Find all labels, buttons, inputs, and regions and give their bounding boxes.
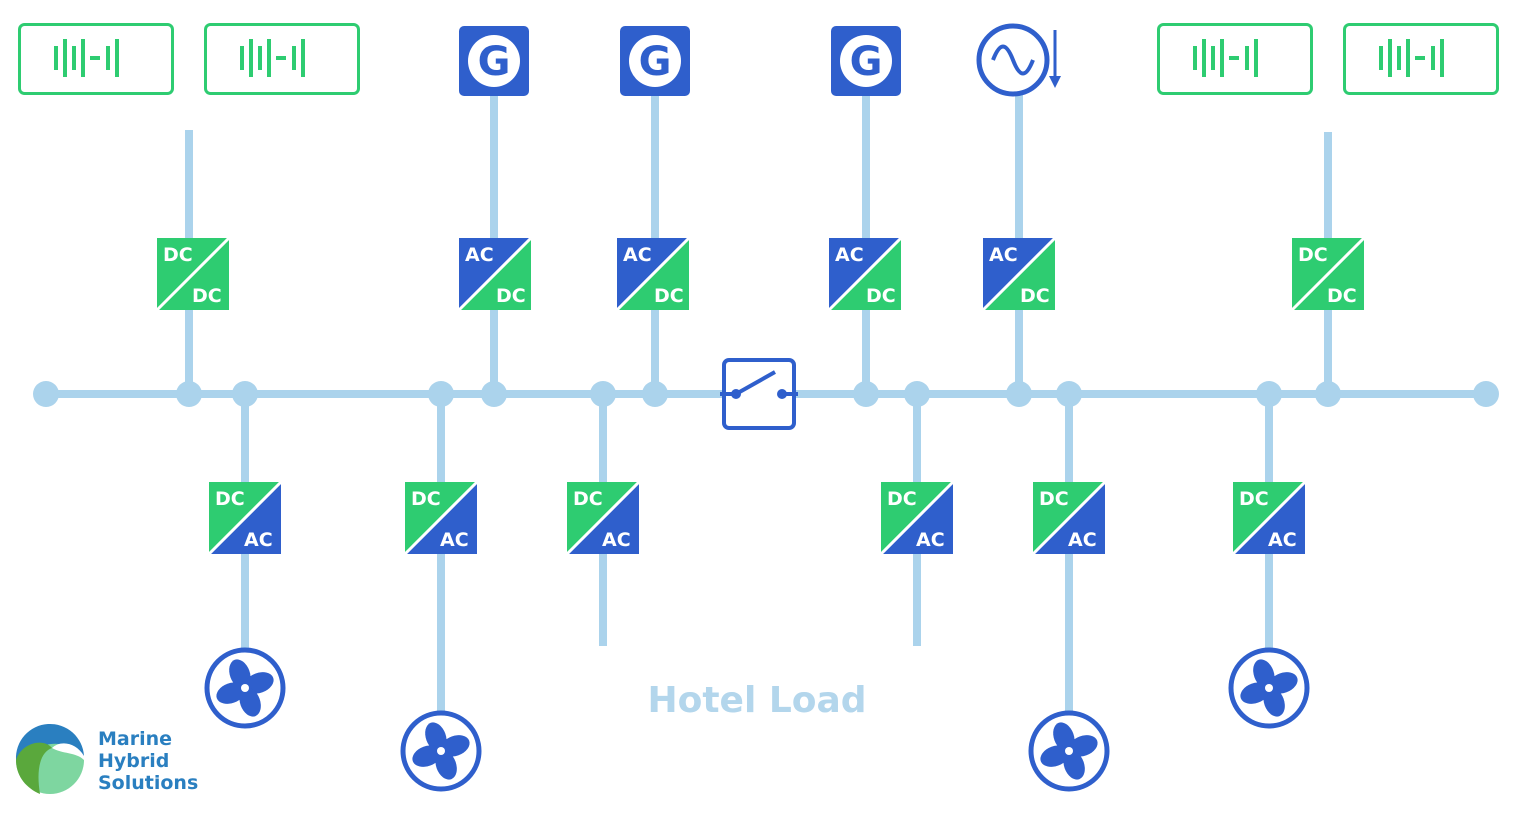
bus-node xyxy=(33,381,59,407)
bus-node xyxy=(481,381,507,407)
bus-node xyxy=(1473,381,1499,407)
bus-node xyxy=(232,381,258,407)
converter-3: AC DC xyxy=(615,236,691,312)
bus-node xyxy=(904,381,930,407)
converter-4: AC DC xyxy=(827,236,903,312)
converter-bottom-label: DC xyxy=(1020,285,1050,307)
thruster-3-propeller-icon xyxy=(1031,713,1107,789)
converter-11: DC AC xyxy=(1031,480,1107,556)
logo-mark-icon xyxy=(15,723,84,794)
converter-bottom-label: AC xyxy=(916,529,945,551)
battery-4 xyxy=(1343,23,1499,95)
converter-top-label: DC xyxy=(1239,488,1269,510)
bus-node xyxy=(1006,381,1032,407)
converter-5: AC DC xyxy=(981,236,1057,312)
converter-8: DC AC xyxy=(403,480,479,556)
converter-bottom-label: AC xyxy=(1268,529,1297,551)
thruster-1-propeller-icon xyxy=(207,650,283,726)
arrow-head xyxy=(1049,76,1061,88)
generator-1: G xyxy=(459,26,529,96)
thruster-4-propeller-icon xyxy=(1231,650,1307,726)
bus-node xyxy=(1256,381,1282,407)
battery-2 xyxy=(204,23,360,95)
hotel-load-label: Hotel Load xyxy=(647,680,866,721)
bus-nodes xyxy=(33,381,1499,407)
sine-wave xyxy=(991,44,1035,76)
switch-blade xyxy=(735,370,776,396)
converter-top-label: AC xyxy=(989,244,1018,266)
converter-top-label: DC xyxy=(887,488,917,510)
bus-node xyxy=(1315,381,1341,407)
thruster-2-propeller-icon xyxy=(403,713,479,789)
switch-contact xyxy=(777,389,787,399)
converter-top-label: DC xyxy=(411,488,441,510)
bus-tie-switch xyxy=(720,358,798,430)
converter-top-label: AC xyxy=(835,244,864,266)
logo-line-2: Hybrid xyxy=(98,750,169,772)
converter-top-label: DC xyxy=(573,488,603,510)
bus-node xyxy=(590,381,616,407)
converter-bottom-label: AC xyxy=(244,529,273,551)
converter-top-label: AC xyxy=(465,244,494,266)
converter-7: DC AC xyxy=(207,480,283,556)
shore-power xyxy=(976,23,1061,97)
converter-top-label: DC xyxy=(215,488,245,510)
converter-top-label: AC xyxy=(623,244,652,266)
converter-top-label: DC xyxy=(163,244,193,266)
battery-3 xyxy=(1157,23,1313,95)
generator-2: G xyxy=(620,26,690,96)
converter-top-label: DC xyxy=(1039,488,1069,510)
converter-bottom-label: DC xyxy=(496,285,526,307)
converter-2: AC DC xyxy=(457,236,533,312)
generator-label: G xyxy=(478,39,511,85)
generator-label: G xyxy=(639,39,672,85)
bus-node xyxy=(642,381,668,407)
converter-1: DC DC xyxy=(155,236,231,312)
converter-bottom-label: DC xyxy=(866,285,896,307)
bus-node xyxy=(1056,381,1082,407)
generator-label: G xyxy=(850,39,883,85)
company-logo: Marine Hybrid Solutions xyxy=(15,723,198,794)
generator-3: G xyxy=(831,26,901,96)
logo-line-1: Marine xyxy=(98,728,172,750)
bus-node xyxy=(428,381,454,407)
converter-12: DC AC xyxy=(1231,480,1307,556)
converter-10: DC AC xyxy=(879,480,955,556)
battery-1 xyxy=(18,23,174,95)
bus-node xyxy=(853,381,879,407)
converter-bottom-label: AC xyxy=(1068,529,1097,551)
converter-bottom-label: DC xyxy=(192,285,222,307)
bus-node xyxy=(176,381,202,407)
converter-bottom-label: AC xyxy=(440,529,469,551)
converter-9: DC AC xyxy=(565,480,641,556)
converter-bottom-label: DC xyxy=(654,285,684,307)
logo-line-3: Solutions xyxy=(98,772,198,794)
converter-bottom-label: AC xyxy=(602,529,631,551)
converter-top-label: DC xyxy=(1298,244,1328,266)
converters: DC DC AC DC AC DC AC DC AC DC xyxy=(155,236,1366,556)
converter-bottom-label: DC xyxy=(1327,285,1357,307)
converter-6: DC DC xyxy=(1290,236,1366,312)
